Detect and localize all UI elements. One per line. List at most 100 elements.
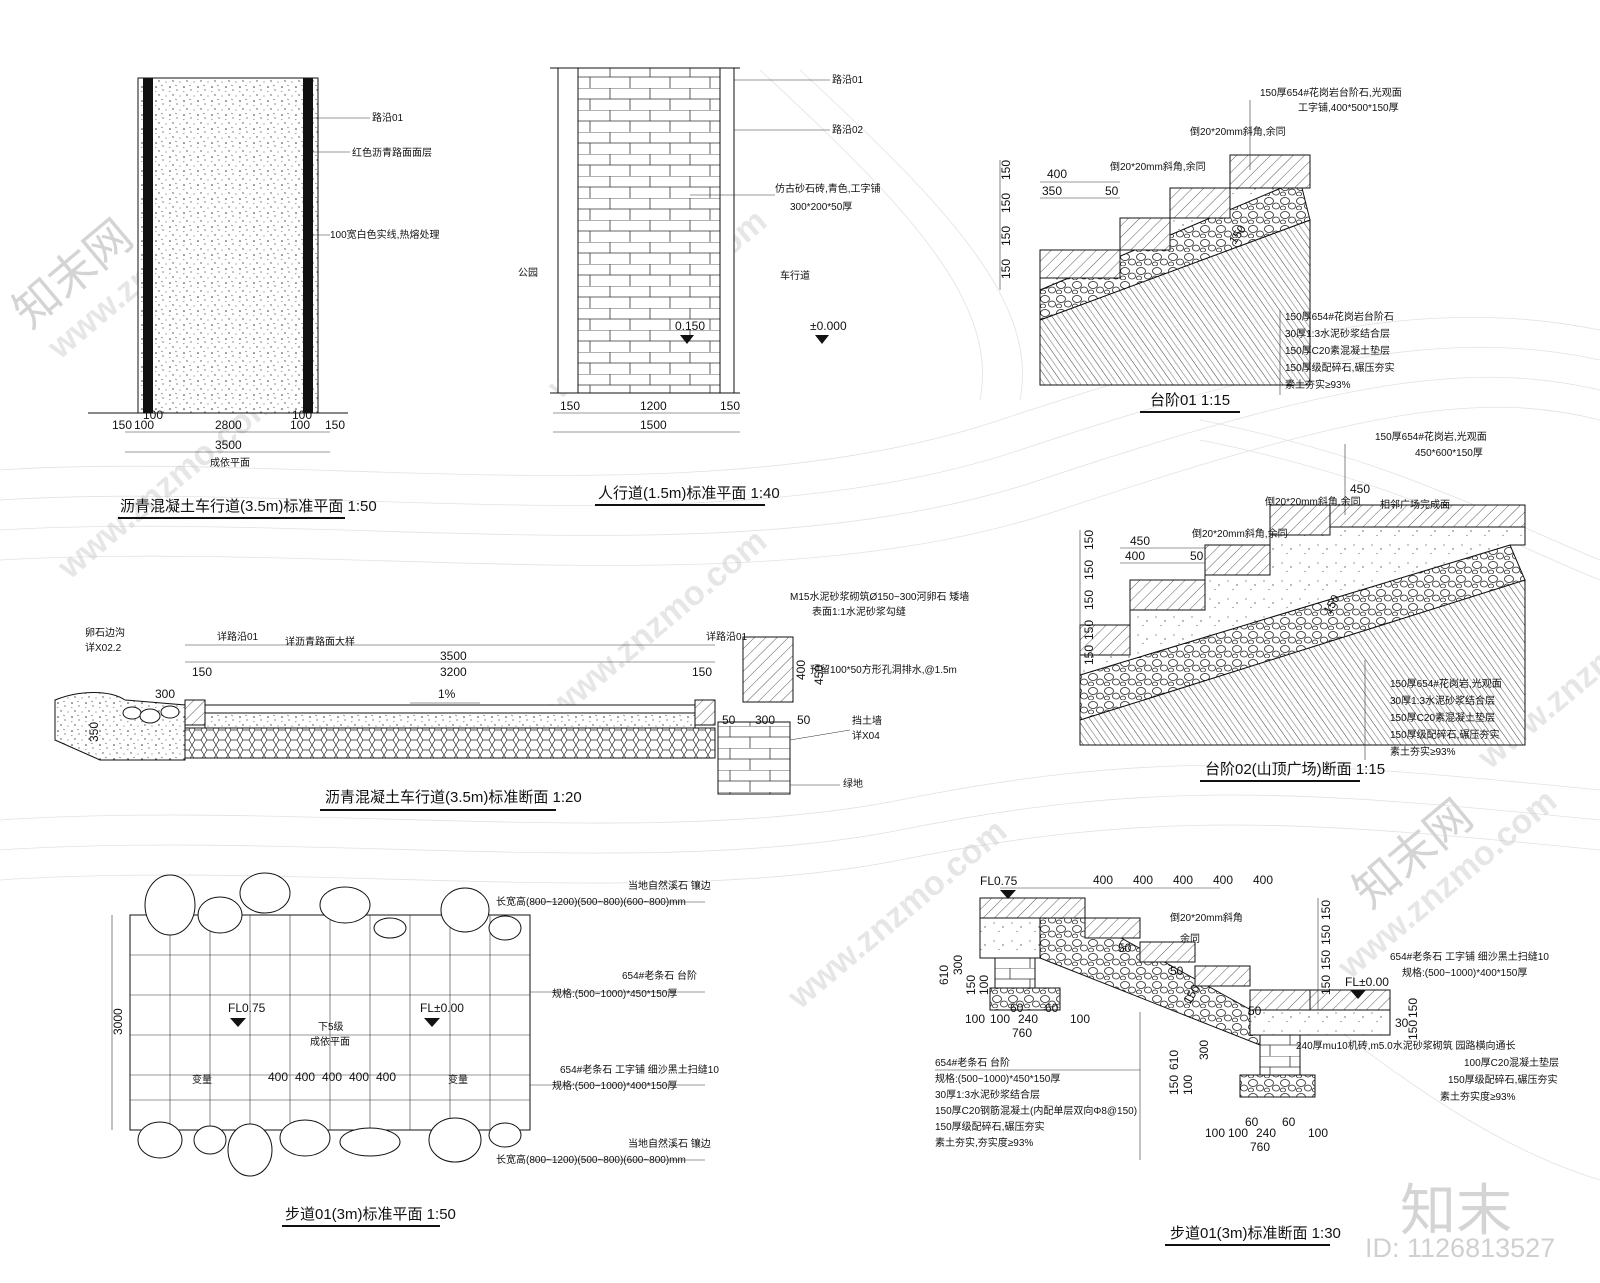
label-kerb-1: 路沿01 <box>832 73 864 86</box>
panel-road-section: 3500 3200 150 150 300 1% 350 400 450 50 … <box>54 590 969 811</box>
label-variable: 变量 <box>448 1073 468 1086</box>
note: 30厚1:3水泥砂浆结合层 <box>935 1088 1040 1101</box>
dim: 50 <box>1248 1004 1262 1018</box>
dim: 400 <box>1125 549 1145 563</box>
panel-title: 台阶01 1:15 <box>1150 392 1230 409</box>
note: 规格:(500~1000)*450*150厚 <box>935 1072 1060 1085</box>
dim: 3200 <box>440 665 467 679</box>
dim: 350 <box>1042 184 1062 198</box>
dim: 400 <box>794 660 808 680</box>
dim: 450 <box>1130 534 1150 548</box>
note: 规格:(500~1000)*450*150厚 <box>552 987 677 1000</box>
dim: 100 <box>290 418 310 432</box>
dim: 100 <box>1205 1126 1225 1140</box>
dim: 400 <box>322 1070 342 1084</box>
label-top-stone-size: 工字铺,400*500*150厚 <box>1298 101 1399 114</box>
panel-trail-plan: 3000 FL0.75 FL±0.00 下5级 成依平面 变量 变量 400 4… <box>111 872 719 1227</box>
label-brick: 仿古砂石砖,青色,工字铺 <box>775 182 881 195</box>
watermark-id: ID: 1126813527 <box>1365 1233 1555 1263</box>
sub-label: 成依平面 <box>210 456 250 469</box>
note: 规格:(500~1000)*400*150厚 <box>1402 966 1527 979</box>
dim: 100 <box>143 408 163 422</box>
note: 654#老条石 台阶 <box>622 969 697 982</box>
watermark-logo: 知末 <box>1400 1179 1512 1242</box>
label-chamfer: 倒20*20mm斜角 <box>1170 911 1243 924</box>
dim: 50 <box>1190 549 1204 563</box>
dim: 300 <box>755 713 775 727</box>
dim: 60 <box>1282 1115 1296 1129</box>
note: 240厚mu10机砖,m5.0水泥砂浆砌筑 园路横向通长 <box>1296 1039 1516 1052</box>
note: 654#老条石 工字铺 细沙黑土扫缝10 <box>1390 950 1549 963</box>
dim: 400 <box>349 1070 369 1084</box>
dim: 100 <box>292 408 312 422</box>
note: 素土夯实,夯实度≥93% <box>935 1136 1033 1149</box>
elevation: FL±0.00 <box>420 1001 464 1015</box>
dim: 150 <box>1082 645 1096 665</box>
dim: 150 <box>1406 1020 1420 1040</box>
note: 654#老条石 台阶 <box>935 1056 1010 1069</box>
panel-sidewalk-plan: 路沿01 路沿02 仿古砂石砖,青色,工字铺 300*200*50厚 公园 车行… <box>518 67 881 506</box>
note: 规格:(500~1000)*400*150厚 <box>552 1079 677 1092</box>
dim: 50 <box>1170 964 1184 978</box>
dim: 610 <box>937 965 951 985</box>
dim: 150 <box>192 665 212 679</box>
dim: 3500 <box>440 649 467 663</box>
sub-label: 成依平面 <box>310 1035 350 1048</box>
elevation-marker <box>424 1018 440 1027</box>
watermark-site: www.znzmo.com <box>540 522 774 727</box>
label-same: 余同 <box>1180 932 1200 945</box>
dim: 100 <box>134 418 154 432</box>
dim: 1500 <box>640 418 667 432</box>
label-wall: M15水泥砂浆砌筑Ø150~300河卵石 矮墙 <box>790 590 969 603</box>
label-red-asphalt: 红色沥青路面面层 <box>352 146 432 159</box>
dim: 100 <box>1308 1126 1328 1140</box>
label-retaining-ref: 详X04 <box>852 729 880 742</box>
label-kerb-2: 路沿02 <box>832 123 864 136</box>
dim: 400 <box>268 1070 288 1084</box>
dim: 50 <box>722 713 736 727</box>
slope: 1% <box>438 687 456 701</box>
note: 长宽高(800~1200)(500~800)(600~800)mm <box>496 895 686 908</box>
elevation: ±0.000 <box>810 319 847 333</box>
panel-road-plan: 路沿01 红色沥青路面面层 100宽白色实线,热熔处理 150 100 100 … <box>88 77 439 519</box>
dim: 150 <box>999 259 1013 279</box>
label-kerb-left: 详路沿01 <box>217 630 259 643</box>
dim: 150 <box>1082 530 1096 550</box>
elevation-marker <box>680 335 694 344</box>
elevation-marker <box>1350 990 1366 999</box>
dim: 100 <box>1070 1012 1090 1026</box>
panel-title: 台阶02(山顶广场)断面 1:15 <box>1205 761 1385 778</box>
dim: 760 <box>1012 1026 1032 1040</box>
label-white-line: 100宽白色实线,热熔处理 <box>330 228 439 241</box>
dim: 240 <box>1018 1012 1038 1026</box>
dim: 100 <box>965 1012 985 1026</box>
elevation-marker <box>815 335 829 344</box>
dim: 150 <box>1082 560 1096 580</box>
elevation-marker <box>230 1018 246 1027</box>
note: 100厚C20混凝土垫层 <box>1464 1056 1559 1069</box>
label-retaining: 挡土墙 <box>852 714 882 727</box>
dim: 100 <box>977 975 991 995</box>
dim: 100 <box>1181 1075 1195 1095</box>
dim: 60 <box>1010 1001 1024 1015</box>
label-green: 绿地 <box>843 777 863 790</box>
label-brick-size: 300*200*50厚 <box>790 201 852 213</box>
dim: 240 <box>1256 1126 1276 1140</box>
dim: 150 <box>1319 950 1333 970</box>
label-top-stone-size: 450*600*150厚 <box>1415 447 1483 459</box>
label-chamfer: 倒20*20mm斜角,余同 <box>1110 160 1206 173</box>
label-ditch-ref: 详X02.2 <box>85 641 122 654</box>
panel-title: 沥青混凝土车行道(3.5m)标准断面 1:20 <box>325 789 582 806</box>
dim-width: 3000 <box>111 1008 125 1035</box>
note: 当地自然溪石 镶边 <box>628 879 711 892</box>
dim: 150 <box>1406 998 1420 1018</box>
label-chamfer: 倒20*20mm斜角,余同 <box>1190 125 1286 138</box>
note: 150厚级配碎石,碾压夯实 <box>1448 1073 1557 1086</box>
dim: 150 <box>1082 590 1096 610</box>
label-plaza: 相邻广场完成面 <box>1380 498 1450 511</box>
dim: 610 <box>1167 1050 1181 1070</box>
dim: 300 <box>155 687 175 701</box>
note: 150厚级配碎石,碾压夯实 <box>935 1120 1044 1133</box>
layer-label: 素土夯实≥93% <box>1390 745 1456 758</box>
